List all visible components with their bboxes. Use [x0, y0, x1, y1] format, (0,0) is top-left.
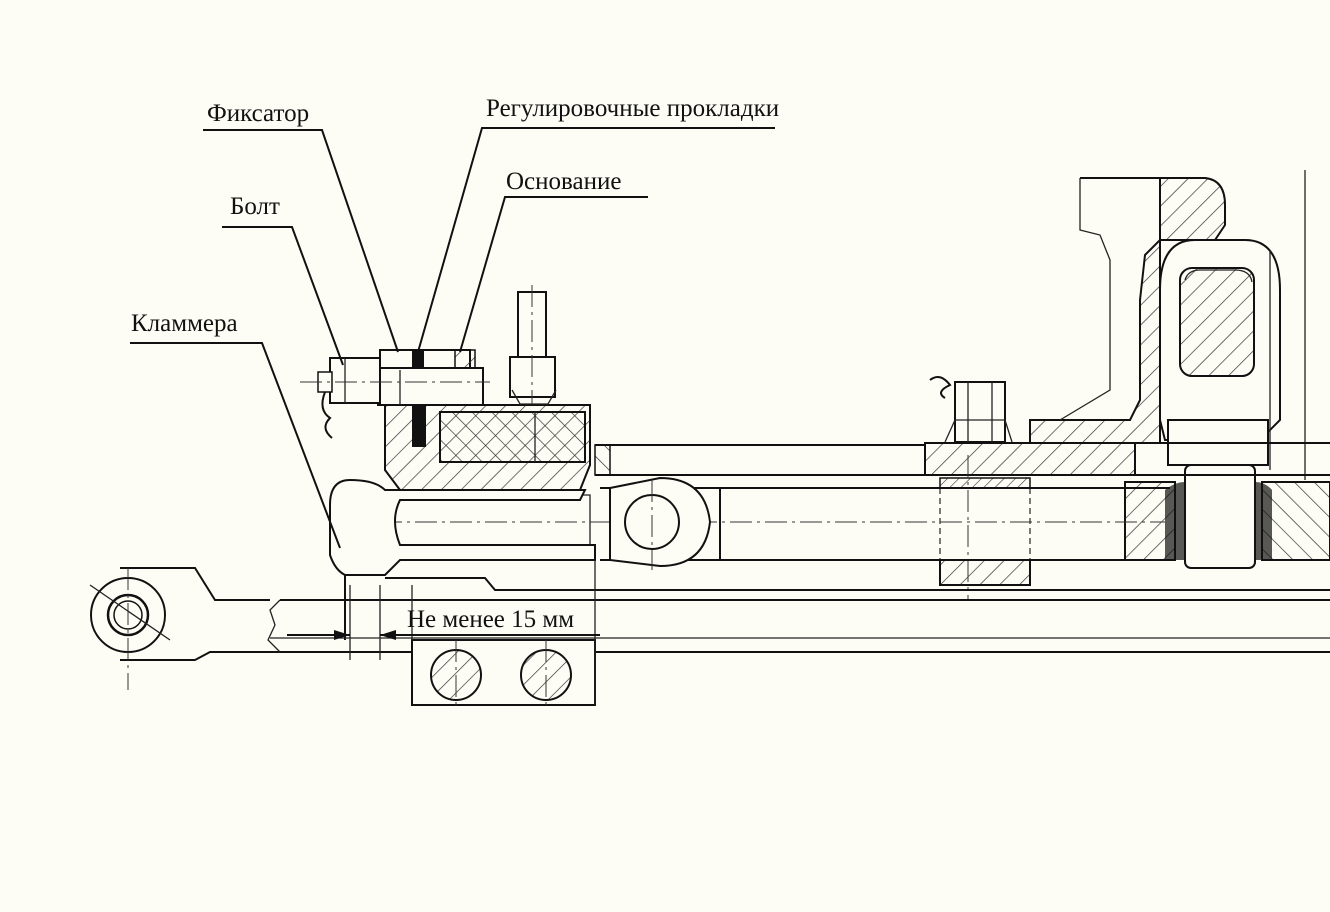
clamp	[329, 478, 596, 640]
label-bolt: Болт	[230, 193, 280, 220]
label-min-distance: Не менее 15 мм	[407, 606, 574, 633]
leader-lines	[130, 127, 775, 549]
closure-rod	[120, 567, 1330, 661]
label-base: Основание	[506, 168, 621, 195]
base-housing	[384, 404, 611, 546]
rail	[1029, 177, 1226, 444]
label-fixator: Фиксатор	[207, 100, 309, 127]
fixator-assembly	[300, 349, 490, 439]
stud	[509, 285, 557, 405]
label-clamp: Кламмера	[131, 310, 238, 337]
lower-bracket	[411, 560, 596, 710]
label-adjusting-shims: Регулировочные прокладки	[486, 95, 779, 122]
right-block	[1124, 481, 1330, 561]
dimension-15mm	[287, 630, 600, 640]
rod-end-eye	[89, 568, 171, 690]
plate-bolt	[929, 375, 1013, 443]
rod-eye	[609, 476, 712, 570]
